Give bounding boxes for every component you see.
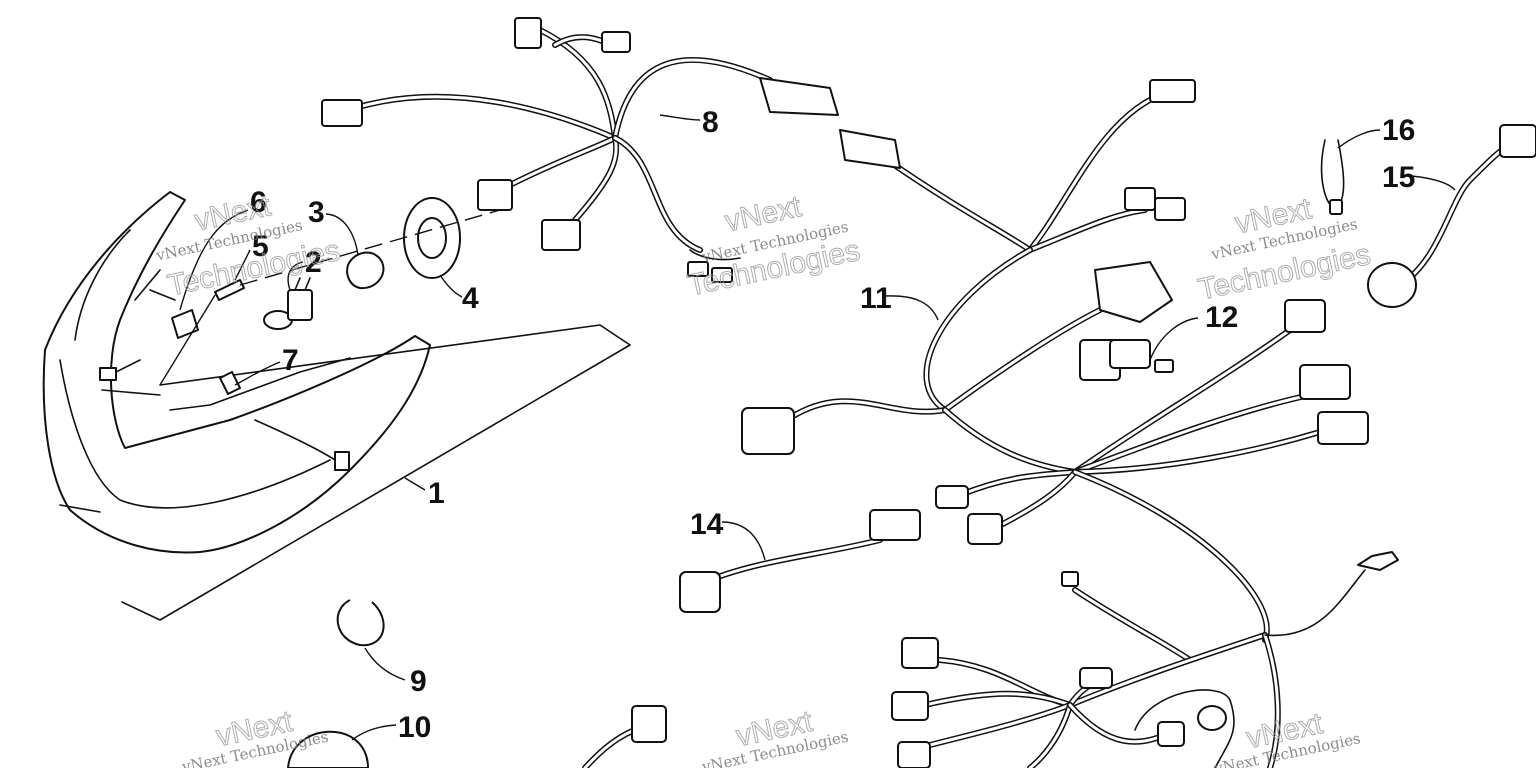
headlight-housing bbox=[42, 191, 431, 554]
clip-nut bbox=[219, 371, 241, 395]
callout-7: 7 bbox=[282, 344, 299, 377]
headlight-bulb bbox=[263, 277, 313, 330]
leader-10 bbox=[351, 724, 397, 741]
leader-16 bbox=[1337, 129, 1381, 149]
leader-2 bbox=[287, 261, 304, 291]
clip bbox=[171, 309, 199, 339]
axis-line bbox=[159, 294, 216, 386]
headlight-lens bbox=[287, 730, 369, 768]
watermark-2: vNext vNext Technologies Technologies bbox=[684, 190, 863, 304]
leader-8 bbox=[659, 114, 701, 121]
watermark-5: vNext vNext Technologies bbox=[700, 704, 850, 768]
callout-15: 15 bbox=[1382, 161, 1415, 194]
leader-6 bbox=[179, 209, 249, 311]
callout-12: 12 bbox=[1205, 301, 1238, 334]
harness-lower bbox=[582, 551, 1399, 768]
callout-9: 9 bbox=[410, 665, 427, 698]
cable-tie bbox=[1320, 139, 1345, 215]
leader-11 bbox=[884, 295, 939, 321]
leader-1 bbox=[404, 477, 426, 491]
harness-15 bbox=[1367, 124, 1536, 308]
leader-7 bbox=[234, 361, 281, 386]
callout-11: 11 bbox=[860, 282, 892, 315]
axis-dashed bbox=[239, 209, 501, 286]
callout-10: 10 bbox=[398, 711, 431, 744]
leader-12 bbox=[1149, 317, 1199, 361]
rubber-boot bbox=[403, 197, 461, 279]
lock-ring bbox=[336, 599, 385, 647]
callout-1: 1 bbox=[428, 477, 445, 510]
leader-9 bbox=[364, 647, 406, 681]
callout-14: 14 bbox=[690, 508, 724, 541]
assembly-outline bbox=[121, 324, 631, 621]
callout-6: 6 bbox=[250, 186, 267, 219]
screw bbox=[214, 279, 245, 301]
harness-8 bbox=[321, 17, 839, 283]
leader-5 bbox=[234, 249, 251, 281]
callout-2: 2 bbox=[305, 246, 322, 279]
harness-11 bbox=[741, 79, 1369, 643]
callout-8: 8 bbox=[702, 106, 719, 139]
bulb-retainer bbox=[346, 251, 385, 290]
leader-15 bbox=[1411, 175, 1456, 191]
leader-14 bbox=[721, 521, 766, 561]
callout-4: 4 bbox=[462, 282, 479, 315]
leader-4 bbox=[439, 274, 463, 298]
callout-16: 16 bbox=[1382, 114, 1415, 147]
callout-3: 3 bbox=[308, 196, 325, 229]
harness-14 bbox=[679, 509, 921, 613]
callout-5: 5 bbox=[252, 230, 269, 263]
leader-3 bbox=[325, 213, 359, 256]
watermark-6: vNext vNext Technologies bbox=[1212, 706, 1362, 768]
watermark-3: vNext vNext Technologies Technologies bbox=[1195, 192, 1374, 308]
